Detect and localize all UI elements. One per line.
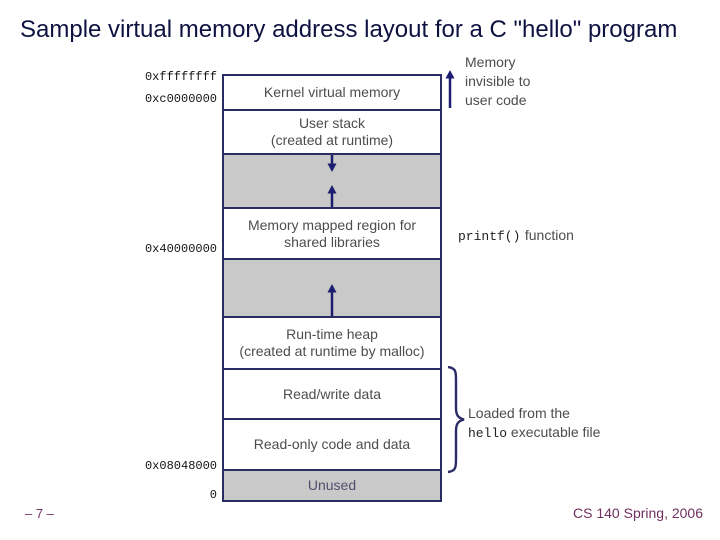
region-label: Memory mapped region for xyxy=(247,216,417,233)
annotation-memory-invisible: Memory invisible to user code xyxy=(465,53,530,110)
course-footer: CS 140 Spring, 2006 xyxy=(573,505,703,521)
region-label: shared libraries xyxy=(284,233,380,250)
curly-brace-icon xyxy=(447,366,465,474)
up-arrow-icon xyxy=(327,185,337,207)
address-0xc0000000: 0xc0000000 xyxy=(144,92,217,106)
region-read-only-code: Read-only code and data xyxy=(224,420,440,471)
memory-layout-diagram: Kernel virtual memory User stack (create… xyxy=(222,74,442,502)
region-label: Run-time heap xyxy=(286,326,378,342)
region-stack-growth-gap xyxy=(224,155,440,209)
region-runtime-heap: Run-time heap (created at runtime by mal… xyxy=(224,318,440,370)
annotation-line: Memory xyxy=(465,54,516,70)
address-0x08048000: 0x08048000 xyxy=(144,459,217,473)
annotation-line: Loaded from the xyxy=(468,405,570,421)
hello-code-text: hello xyxy=(468,426,508,441)
annotation-line: user code xyxy=(465,92,527,108)
annotation-plain-text: executable file xyxy=(507,424,601,440)
region-label: (created at runtime by malloc) xyxy=(239,343,425,359)
slide-number: – 7 – xyxy=(25,506,54,521)
region-heap-growth-gap xyxy=(224,260,440,318)
up-arrow-icon xyxy=(445,70,455,108)
printf-code-text: printf() xyxy=(458,229,521,244)
region-label: (created at runtime) xyxy=(270,132,394,148)
region-user-stack: User stack (created at runtime) xyxy=(224,111,440,155)
printf-plain-text: function xyxy=(524,227,574,243)
region-kernel-virtual-memory: Kernel virtual memory xyxy=(224,76,440,111)
annotation-line: hello executable file xyxy=(468,423,600,443)
region-label: Read/write data xyxy=(282,385,382,402)
region-read-write-data: Read/write data xyxy=(224,370,440,420)
annotation-line: invisible to xyxy=(465,73,531,89)
region-label: Unused xyxy=(307,477,357,493)
up-arrow-icon xyxy=(327,284,337,316)
address-0xffffffff: 0xffffffff xyxy=(144,70,217,84)
address-zero: 0 xyxy=(209,488,217,502)
annotation-loaded-from: Loaded from the hello executable file xyxy=(468,404,600,443)
region-label: User stack xyxy=(298,115,366,131)
region-label: Read-only code and data xyxy=(253,436,411,452)
region-unused: Unused xyxy=(224,471,440,500)
address-0x40000000: 0x40000000 xyxy=(144,242,217,256)
down-arrow-icon xyxy=(327,155,337,172)
region-memory-mapped: Memory mapped region for shared librarie… xyxy=(224,209,440,260)
page-title: Sample virtual memory address layout for… xyxy=(20,16,678,43)
annotation-printf: printf() function xyxy=(458,226,574,245)
region-label: Kernel virtual memory xyxy=(263,84,401,100)
